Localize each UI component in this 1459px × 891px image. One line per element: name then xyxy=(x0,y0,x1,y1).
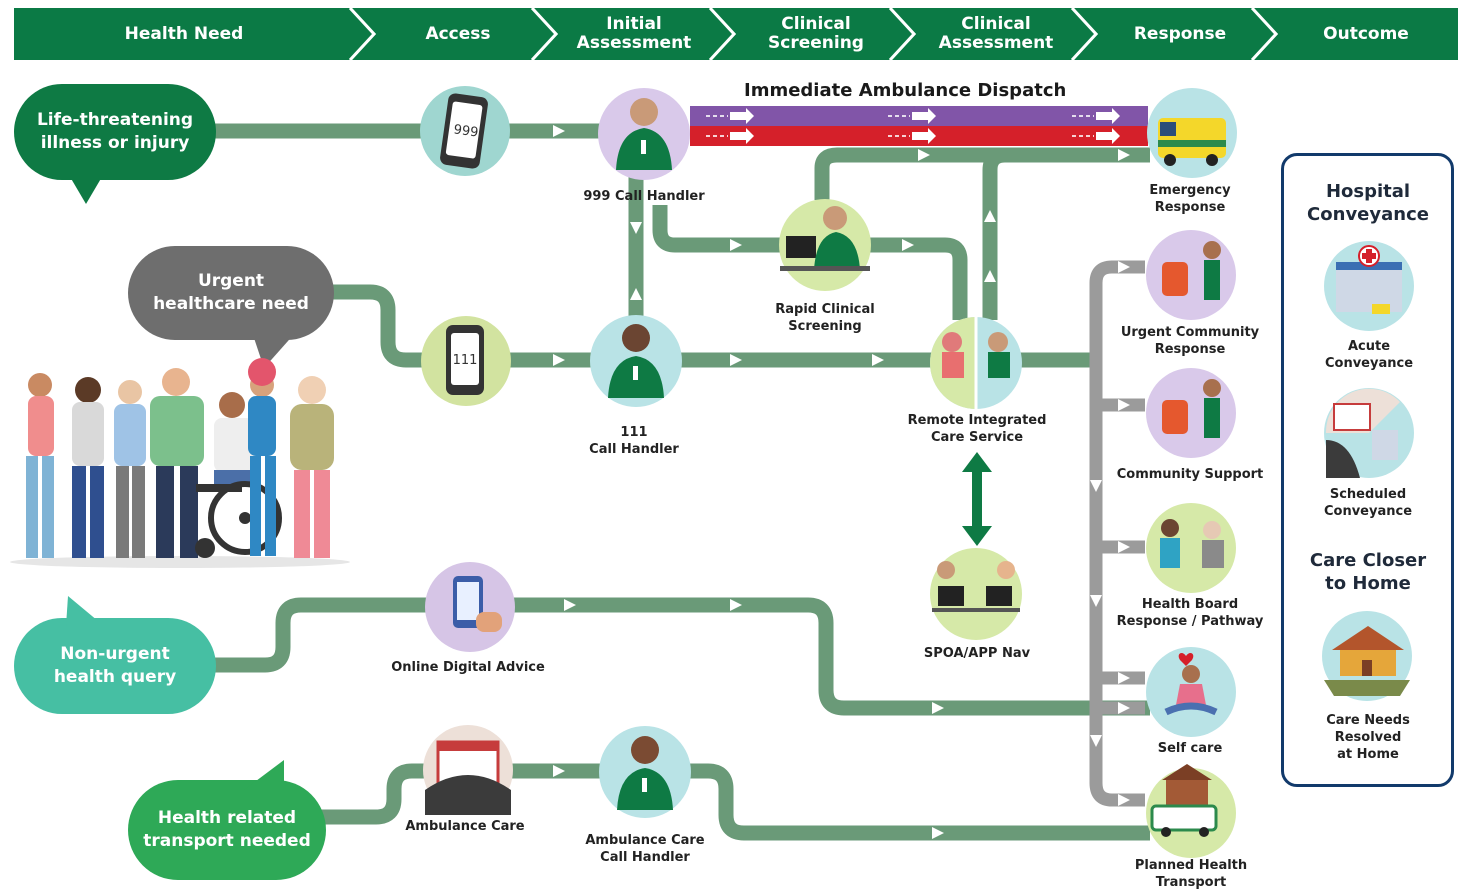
call-handler-999-icon xyxy=(598,88,690,180)
flow-arrows xyxy=(553,125,1130,839)
bubble-transport-shape xyxy=(128,780,326,880)
access-nodes: 999 111 xyxy=(420,86,515,815)
stage-chevron-assessment xyxy=(892,8,1096,60)
path-online-to-selfcare xyxy=(510,597,1150,716)
stage-clinical-assessment: Clinical Assessment xyxy=(938,14,1054,53)
need-life-threatening: Life-threatening illness or injury xyxy=(36,110,194,153)
bubble-urgent-shape xyxy=(128,246,334,340)
call-handler-111-icon xyxy=(590,315,682,407)
dispatch-bars xyxy=(690,106,1148,146)
label-remote-care: Remote Integrated Care Service xyxy=(907,413,1047,445)
ambulance-care-handler-icon xyxy=(599,726,691,818)
label-acute-conveyance: Acute Conveyance xyxy=(1324,339,1414,371)
online-advice-icon xyxy=(425,562,515,652)
stage-access: Access xyxy=(425,23,491,44)
community-support-icon xyxy=(1146,368,1236,458)
label-urgent-community: Urgent Community Response xyxy=(1120,325,1260,357)
pathway-lines xyxy=(210,123,1150,841)
rapid-screening-icon xyxy=(779,199,871,291)
bubble-life-shape xyxy=(14,84,216,180)
label-emergency-response: Emergency Response xyxy=(1149,183,1231,215)
urgent-community-icon xyxy=(1146,230,1236,320)
ambulance-icon xyxy=(1147,88,1237,178)
stage-health-need: Health Need xyxy=(124,23,244,44)
label-planned-transport: Planned Health Transport xyxy=(1134,858,1248,890)
phone-999-icon: 999 xyxy=(420,86,510,176)
stage-response: Response xyxy=(1133,23,1227,44)
spoa-icon xyxy=(930,548,1022,640)
stage-chevron-health-need xyxy=(14,8,374,60)
stage-chevron-response xyxy=(1074,8,1276,60)
remote-care-icon xyxy=(930,317,1022,409)
svg-text:111: 111 xyxy=(453,353,478,368)
label-health-board: Health Board Response / Pathway xyxy=(1116,597,1264,629)
path-transport xyxy=(320,763,430,825)
stage-initial-assessment: Initial Assessment xyxy=(576,14,692,53)
label-ambulance-care-handler: Ambulance Care Call Handler xyxy=(585,833,705,865)
label-111-call-handler: 111 Call Handler xyxy=(589,425,679,457)
stage-chevron-initial xyxy=(534,8,734,60)
outcome-panel xyxy=(1281,153,1454,787)
label-spoa: SPOA/APP Nav xyxy=(923,646,1031,661)
label-online-advice: Online Digital Advice xyxy=(391,660,545,675)
calendar-icon xyxy=(423,725,513,815)
need-bubbles xyxy=(14,84,334,880)
hospital-icon xyxy=(1324,241,1414,331)
path-remote-up xyxy=(982,147,1006,320)
home-icon xyxy=(1322,611,1412,701)
stage-chevron-outcome xyxy=(1254,8,1458,60)
path-rapid-to-remote xyxy=(865,237,968,320)
need-urgent-healthcare: Urgent healthcare need xyxy=(153,271,309,314)
path-urgent-to-111 xyxy=(330,284,430,368)
path-999-to-rapid xyxy=(652,205,785,253)
heading-care-closer-to-home: Care Closer to Home xyxy=(1309,550,1427,594)
scheduled-conveyance-icon xyxy=(1324,388,1414,478)
path-rapid-to-emergency xyxy=(814,147,1150,200)
bubble-nonurgent-shape xyxy=(14,618,216,714)
label-rapid-screening: Rapid Clinical Screening xyxy=(775,302,875,334)
stage-clinical-screening: Clinical Screening xyxy=(768,14,864,53)
need-non-urgent: Non-urgent health query xyxy=(53,644,177,687)
phone-111-icon: 111 xyxy=(421,316,511,406)
stage-outcome: Outcome xyxy=(1323,23,1409,44)
health-board-icon xyxy=(1146,503,1236,593)
dispatch-title: Immediate Ambulance Dispatch xyxy=(744,80,1067,101)
people-group-illustration xyxy=(10,358,350,568)
path-nonurgent xyxy=(210,597,430,673)
stage-chevron-access xyxy=(352,8,556,60)
heading-hospital-conveyance: Hospital Conveyance xyxy=(1307,181,1429,225)
label-ambulance-care: Ambulance Care xyxy=(405,819,525,834)
handler-nodes xyxy=(590,88,1022,818)
path-ambhandler-to-pht xyxy=(690,763,1150,841)
label-999-call-handler: 999 Call Handler xyxy=(583,189,705,204)
label-community-support: Community Support xyxy=(1116,467,1264,482)
stage-header xyxy=(14,6,1458,62)
svg-text:999: 999 xyxy=(453,122,480,140)
outcome-nodes xyxy=(1322,241,1414,701)
self-care-icon xyxy=(1146,647,1236,737)
label-self-care: Self care xyxy=(1157,741,1223,756)
need-transport: Health related transport needed xyxy=(143,808,311,851)
label-care-resolved-home: Care Needs Resolved at Home xyxy=(1326,713,1410,762)
stage-chevron-screening xyxy=(712,8,914,60)
remote-spoa-double-arrow xyxy=(962,452,992,546)
response-nodes xyxy=(1146,88,1237,858)
planned-transport-icon xyxy=(1146,764,1236,858)
label-scheduled-conveyance: Scheduled Conveyance xyxy=(1323,487,1413,519)
